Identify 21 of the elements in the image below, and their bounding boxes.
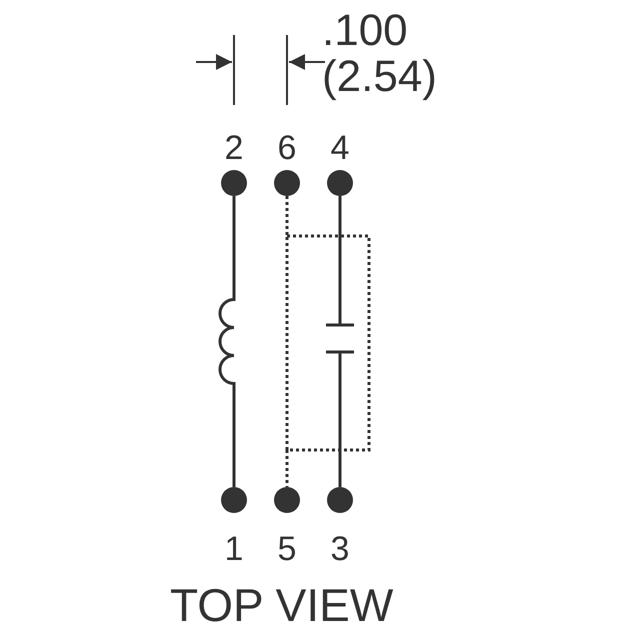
pin-number: 6 [276, 131, 298, 165]
pin-dot [327, 170, 353, 196]
pin-dot [221, 487, 247, 513]
caption: TOP VIEW [170, 580, 394, 630]
pin-number: 4 [330, 131, 350, 165]
pin-dot [274, 487, 300, 513]
wire [338, 196, 342, 325]
pin-dot [274, 170, 300, 196]
pin-dot [327, 487, 353, 513]
wire [338, 352, 342, 487]
pin-number: 2 [224, 131, 244, 165]
capacitor-symbol [324, 324, 356, 354]
pin-number: 3 [330, 532, 350, 566]
pin-dot [221, 170, 247, 196]
pin-number: 5 [276, 532, 298, 566]
dimension-label: .100 (2.54) [322, 8, 438, 100]
inductor-wire [218, 196, 236, 487]
pin-number: 1 [224, 532, 244, 566]
shield-outline [286, 234, 370, 452]
dotted-wire [286, 450, 288, 487]
dotted-wire [286, 196, 288, 236]
